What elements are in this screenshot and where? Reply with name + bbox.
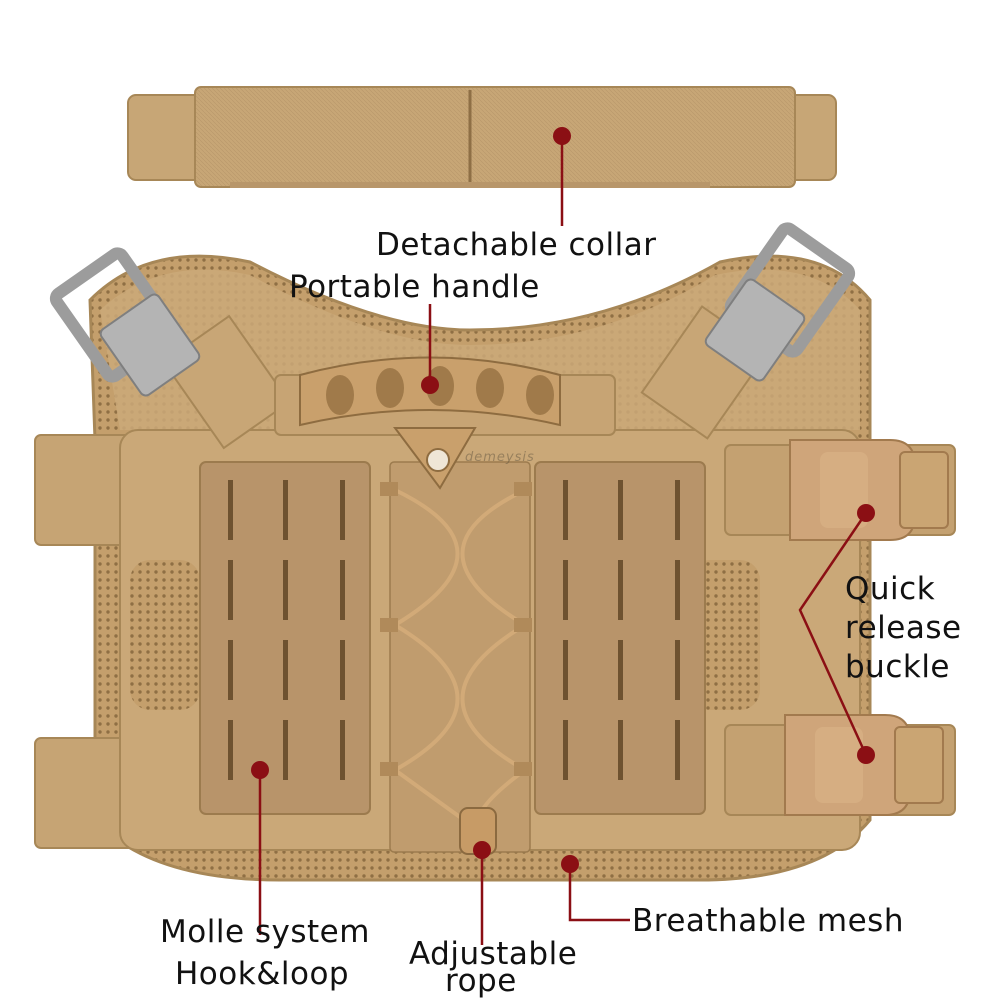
label-quick-release-line-2: release: [845, 610, 962, 646]
label-rope: rope: [445, 963, 517, 999]
shoulder-buckle-left: [49, 247, 291, 450]
quick-release-buckle-top: [789, 439, 949, 541]
watermark: demeysis: [465, 450, 535, 465]
collar-strap: [127, 86, 837, 188]
callouts: [258, 136, 868, 945]
label-adjustable: Adjustable: [409, 936, 578, 972]
label-detachable-collar: Detachable collar: [376, 227, 657, 263]
label-hook-loop: Hook&loop: [175, 956, 350, 992]
callout-dots: [251, 127, 875, 873]
shoulder-buckle-right: [640, 222, 856, 440]
quick-release-buckle-bottom: [784, 714, 944, 816]
label-molle-system: Molle system: [160, 914, 370, 950]
label-quick-release-line-1: Quick: [845, 571, 936, 607]
label-portable-handle: Portable handle: [289, 269, 540, 305]
label-quick-release-line-3: buckle: [845, 649, 951, 685]
label-breathable-mesh: Breathable mesh: [632, 903, 904, 939]
